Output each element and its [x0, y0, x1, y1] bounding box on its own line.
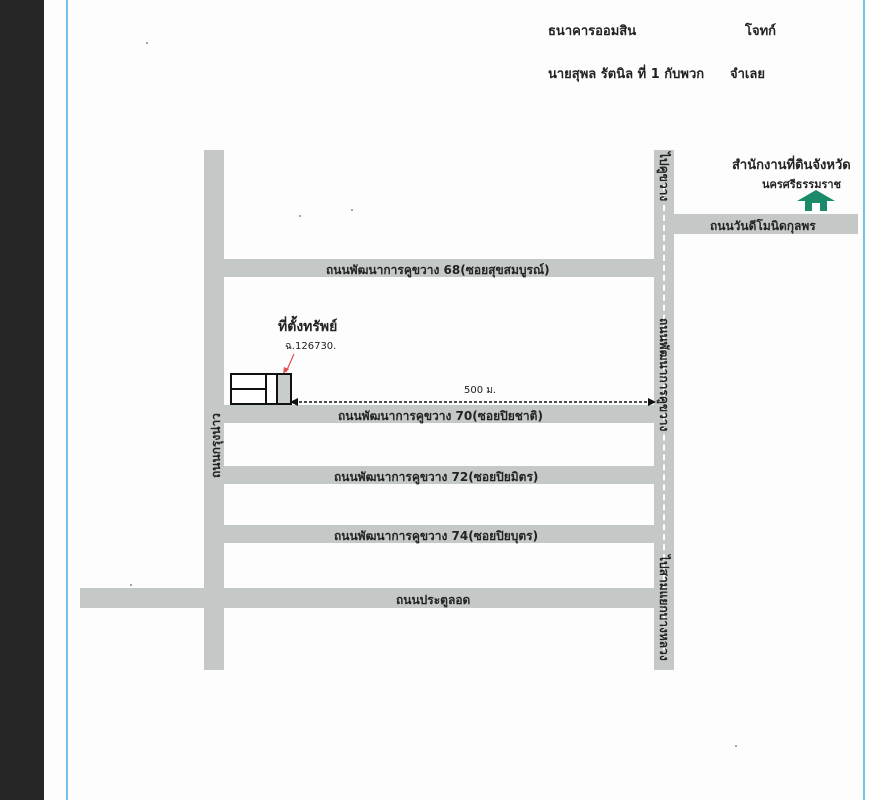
header-bank: ธนาคารออมสิน: [548, 24, 637, 39]
scan-speck: [130, 584, 132, 586]
label-soi68: ถนนพัฒนาการคูขวาง 68(ซอยสุขสมบูรณ์): [326, 263, 550, 277]
label-property-deed: ฉ.126730.: [285, 341, 337, 352]
label-to-kukwang: ไปคูขวาง: [657, 152, 671, 202]
distance-arrow-icon: [290, 398, 656, 406]
label-pratuloed: ถนนประตูลอด: [396, 593, 471, 607]
label-office-line2: นครศรีธรรมราช: [762, 178, 842, 191]
label-soi70: ถนนพัฒนาการคูขวาง 70(ซอยปิยชาติ): [338, 409, 543, 423]
label-soi74: ถนนพัฒนาการคูขวาง 74(ซอยปิยบุตร): [334, 529, 539, 543]
road-wanmotit: [674, 214, 858, 234]
road-left-vertical: [204, 150, 224, 670]
road-soi70: [224, 405, 654, 423]
page-border-right: [863, 0, 865, 800]
scan-speck: [735, 745, 737, 747]
label-right-vertical: ถนนพัฒนาการคูขวาง: [657, 318, 671, 432]
scan-speck: [351, 209, 353, 211]
label-distance: 500 ม.: [464, 385, 497, 396]
header-defendant-role: จำเลย: [730, 67, 765, 82]
label-soi72: ถนนพัฒนาการคูขวาง 72(ซอยปิยมิตร): [334, 470, 539, 484]
road-soi68: [224, 259, 654, 277]
label-office-line1: สำนักงานที่ดินจังหวัด: [732, 158, 851, 173]
map-page: ธนาคารออมสิน โจทก์ นายสุพล รัตนิล ที่ 1 …: [44, 0, 870, 800]
office-building-icon: [797, 190, 835, 211]
road-pratuloed: [80, 588, 674, 608]
property-marker-arrow-icon: [283, 353, 295, 374]
scan-speck: [146, 42, 148, 44]
viewer-left-margin: [0, 0, 44, 800]
label-to-samyaek: ไปสามแยกบางหลวง: [657, 555, 671, 661]
header-defendant: นายสุพล รัตนิล ที่ 1 กับพวก: [548, 67, 705, 82]
property-building-icon: [230, 373, 292, 405]
header-party-role: โจทก์: [745, 24, 777, 39]
road-soi72: [224, 466, 654, 484]
road-center-dashes: [663, 175, 665, 660]
label-property-title: ที่ตั้งทรัพย์: [278, 319, 338, 335]
road-soi74: [224, 525, 654, 543]
label-left-vertical: ถนนกรุงน่าว: [209, 413, 223, 478]
label-wanmotit: ถนนวันดีโมนิดกุลพร: [710, 219, 816, 233]
page-border-left: [66, 0, 68, 800]
scan-speck: [299, 215, 301, 217]
